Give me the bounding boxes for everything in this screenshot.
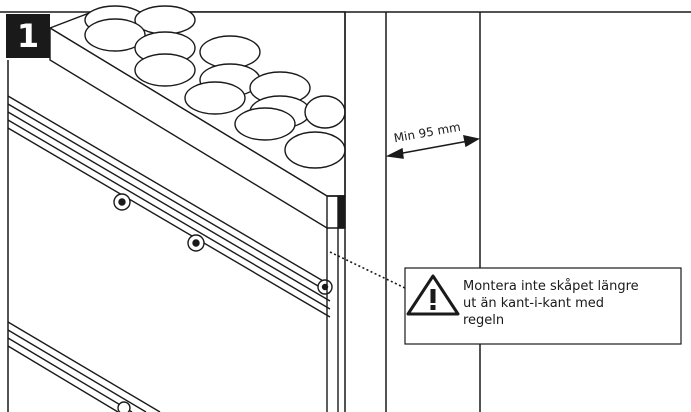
warning-triangle-icon <box>406 274 460 316</box>
upper-rail <box>7 95 331 318</box>
dimension-label: Min 95 mm <box>393 120 462 146</box>
cabinet-side <box>326 228 339 412</box>
lower-rail <box>7 321 161 412</box>
cabinet-top <box>48 5 346 230</box>
warning-line-1: Montera inte skåpet längre <box>463 279 639 294</box>
screw-1 <box>113 193 131 211</box>
screw-3 <box>317 279 333 295</box>
screw-2 <box>187 234 205 252</box>
dimension-arrow <box>385 135 481 159</box>
warning-text: Montera inte skåpet längre ut än kant-i-… <box>463 278 678 329</box>
wall-posts <box>344 12 481 412</box>
warning-line-2: ut än kant-i-kant med <box>463 296 605 311</box>
warning-line-3: regeln <box>463 313 505 328</box>
screw-4 <box>117 401 131 412</box>
step-number-badge: 1 <box>6 14 50 58</box>
leader-line <box>329 251 406 289</box>
